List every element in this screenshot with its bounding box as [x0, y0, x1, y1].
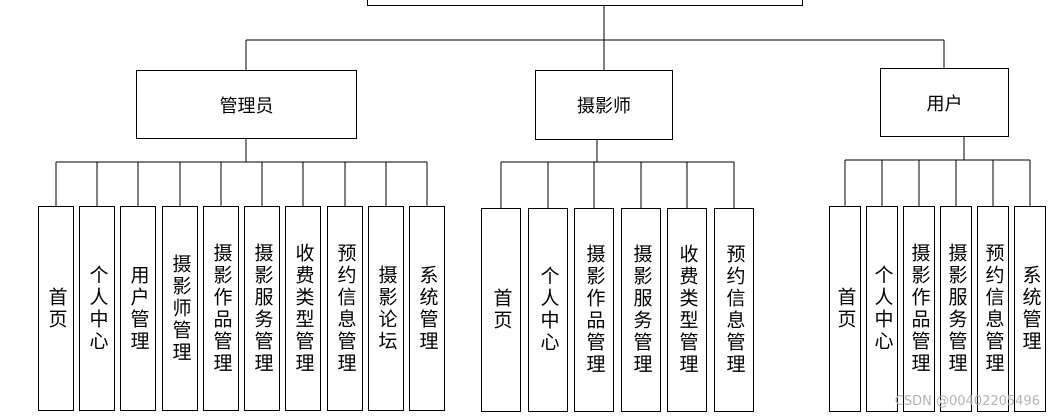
leaf-label: 收费类型管理: [292, 242, 315, 375]
leaf-box-user: 个人中心: [866, 206, 898, 412]
leaf-box-admin: 摄影作品管理: [203, 206, 239, 411]
role-box-photographer: 摄影师: [535, 70, 673, 140]
leaf-box-admin: 个人中心: [79, 206, 115, 411]
leaf-label: 个人中心: [86, 264, 109, 353]
role-label-photographer: 摄影师: [577, 96, 631, 117]
leaf-label: 个人中心: [871, 265, 894, 353]
leaf-label: 摄影服务管理: [945, 243, 968, 375]
leaf-label: 摄影作品管理: [583, 244, 606, 376]
leaf-label: 摄影作品管理: [908, 243, 931, 375]
leaf-box-photographer: 个人中心: [528, 208, 568, 412]
leaf-box-admin: 摄影师管理: [162, 206, 198, 411]
leaf-label: 摄影服务管理: [251, 242, 274, 375]
leaf-label: 系统管理: [416, 264, 439, 353]
leaf-box-admin: 系统管理: [409, 206, 445, 411]
leaf-label: 首页: [490, 288, 513, 332]
leaf-box-photographer: 首页: [481, 208, 521, 412]
leaf-box-user: 摄影服务管理: [940, 206, 972, 412]
leaf-box-admin: 摄影服务管理: [244, 206, 280, 411]
watermark: CSDN @00402205496: [894, 394, 1040, 409]
leaf-label: 摄影作品管理: [210, 242, 233, 375]
leaf-label: 摄影师管理: [169, 253, 192, 364]
leaf-box-photographer: 收费类型管理: [667, 208, 707, 412]
leaf-box-user: 系统管理: [1014, 206, 1046, 412]
leaf-label: 预约信息管理: [334, 242, 357, 375]
leaf-label: 首页: [45, 286, 68, 331]
leaf-box-admin: 预约信息管理: [327, 206, 363, 411]
leaf-box-user: 摄影作品管理: [903, 206, 935, 412]
root-box: [367, 0, 803, 6]
leaf-box-photographer: 摄影服务管理: [621, 208, 661, 412]
leaf-label: 摄影论坛: [375, 264, 398, 353]
leaf-label: 预约信息管理: [982, 243, 1005, 375]
leaf-box-photographer: 摄影作品管理: [574, 208, 614, 412]
leaf-box-photographer: 预约信息管理: [714, 208, 754, 412]
leaf-label: 个人中心: [537, 266, 560, 354]
leaf-label: 摄影服务管理: [630, 244, 653, 376]
leaf-label: 用户管理: [127, 264, 150, 353]
leaf-label: 收费类型管理: [676, 244, 699, 376]
leaf-box-admin: 首页: [38, 206, 74, 411]
leaf-label: 首页: [834, 287, 857, 331]
leaf-label: 系统管理: [1019, 265, 1042, 353]
leaf-box-user: 首页: [829, 206, 861, 412]
leaf-box-admin: 用户管理: [120, 206, 156, 411]
leaf-box-admin: 摄影论坛: [368, 206, 404, 411]
leaf-box-admin: 收费类型管理: [285, 206, 321, 411]
role-box-admin: 管理员: [136, 70, 357, 139]
role-label-user: 用户: [926, 93, 963, 115]
role-label-admin: 管理员: [219, 95, 274, 117]
leaf-label: 预约信息管理: [723, 244, 746, 376]
leaf-box-user: 预约信息管理: [977, 206, 1009, 412]
role-box-user: 用户: [880, 68, 1009, 137]
